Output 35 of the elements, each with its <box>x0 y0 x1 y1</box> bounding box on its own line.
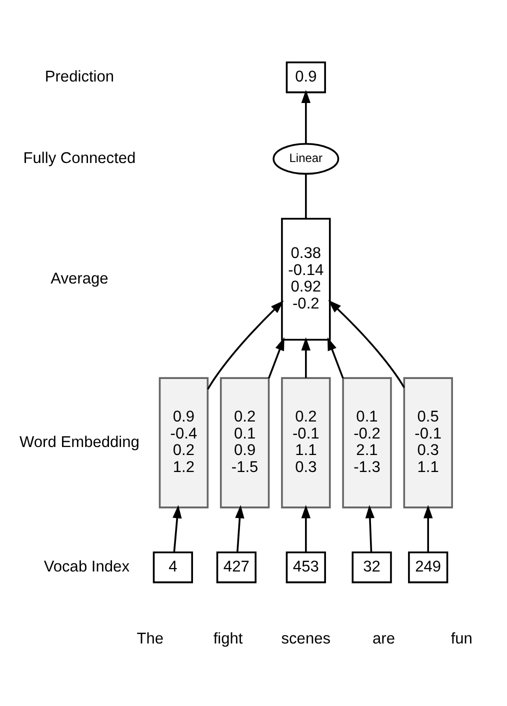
arrow <box>365 504 375 552</box>
node-label: The <box>136 630 164 647</box>
node-label: fun <box>450 630 472 647</box>
node-label: scenes <box>281 630 331 647</box>
arrow <box>301 89 311 143</box>
arrow <box>328 300 405 388</box>
node-box: 0.1 -0.2 2.1 -1.3 <box>342 376 392 508</box>
node-box: 0.2 -0.1 1.1 0.3 <box>281 376 331 508</box>
label: Prediction <box>44 68 114 85</box>
node-box: 249 <box>408 550 448 583</box>
node-box: 0.5 -0.1 0.3 1.1 <box>403 376 453 508</box>
label: Average <box>50 270 108 287</box>
node-box: 0.38 -0.14 0.92 -0.2 <box>281 217 331 340</box>
node-box: 427 <box>216 550 256 583</box>
arrow <box>268 336 284 378</box>
node-box: 4 <box>152 550 193 583</box>
arrow <box>423 504 433 552</box>
node-box: 453 <box>286 550 326 583</box>
node-box: 0.9 -0.4 0.2 1.2 <box>158 376 209 508</box>
arrow <box>327 336 344 378</box>
connector <box>305 173 307 218</box>
arrow <box>235 504 244 552</box>
label: Fully Connected <box>23 149 136 166</box>
arrow <box>301 504 311 552</box>
label: Word Embedding <box>20 433 140 450</box>
node-label: fight <box>213 630 243 647</box>
node-label: are <box>372 630 396 647</box>
arrow <box>207 300 284 390</box>
arrow <box>172 504 182 552</box>
node-box: 0.2 0.1 0.9 -1.5 <box>220 376 270 508</box>
node-box: 0.9 <box>286 60 326 93</box>
node-box: 32 <box>352 550 392 583</box>
label: Vocab Index <box>44 558 130 575</box>
arrow <box>301 336 311 378</box>
node-ellipse: Linear <box>272 142 340 174</box>
